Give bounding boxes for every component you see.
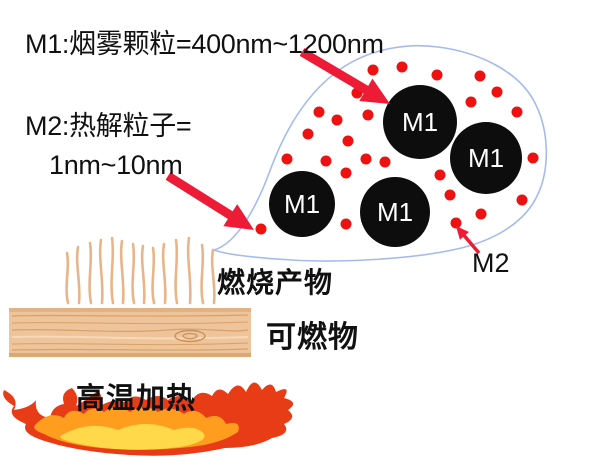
m2-dot [444, 189, 456, 201]
m1-particle [450, 122, 522, 194]
m1-particle [360, 177, 430, 247]
combustible-label: 可燃物 [266, 321, 359, 354]
smoke-line [174, 238, 179, 305]
m2-dot [475, 208, 487, 220]
m2-arrow-shaft [165, 172, 235, 220]
m2-dot [320, 155, 332, 167]
heating-label: 高温加热 [76, 383, 197, 415]
smoke-line [140, 244, 146, 305]
m2-dot [340, 167, 352, 179]
flame-core [60, 424, 205, 450]
smoke-line [98, 238, 104, 305]
m2-dot [491, 86, 503, 98]
m2-dot [431, 69, 443, 81]
wood-plank [9, 308, 251, 357]
m1-particle-label: M1 [402, 107, 438, 137]
m1-arrow-shaft [299, 48, 370, 95]
m2-definition-line2: 1nm~10nm [49, 150, 183, 180]
m2-dot [379, 156, 391, 168]
m2-dot [362, 109, 374, 121]
smoke-line [151, 246, 156, 305]
m2-dot [434, 169, 446, 181]
combustion-products-label: 燃烧产物 [217, 268, 334, 299]
m2-dot [396, 61, 408, 73]
smoke-line [75, 245, 81, 305]
m2-definition-line1: M2:热解粒子= [25, 111, 192, 141]
m2-pointer-arrow-shaft [461, 233, 481, 255]
m2-dot [313, 106, 325, 118]
smoke-line [88, 241, 93, 305]
m2-dot [474, 70, 486, 82]
m1-particle-label: M1 [377, 197, 413, 227]
m2-dot [465, 96, 477, 108]
m1-particle-label: M1 [468, 143, 504, 173]
m2-dots-group [255, 61, 539, 235]
m2-dot [342, 135, 354, 147]
smoke-line [110, 236, 115, 305]
smoke-line [119, 239, 125, 305]
m2-pointer-label: M2 [472, 248, 510, 278]
smoke-line [200, 243, 205, 305]
m2-dot [516, 194, 528, 206]
m2-dot [281, 153, 293, 165]
m2-dot [255, 223, 267, 235]
m1-particle [383, 85, 457, 159]
m1-particle-label: M1 [284, 189, 320, 219]
smoke-lines-group [65, 236, 216, 305]
smoke-line [131, 242, 136, 305]
m1-arrow-head [359, 78, 390, 104]
m2-dot [367, 64, 379, 76]
smoke-line [210, 248, 216, 305]
m2-dot [302, 128, 314, 140]
smoke-line [186, 236, 192, 305]
m1-particle [269, 171, 335, 237]
m2-pointer-arrow-head [456, 226, 469, 240]
arrows-group [165, 48, 481, 255]
flame-graphic [3, 382, 294, 456]
m2-dot [450, 217, 462, 229]
smoke-line [65, 251, 70, 305]
m2-dot [360, 153, 372, 165]
m2-arrow-head [223, 204, 254, 230]
m1-definition-label: M1:烟雾颗粒=400nm~1200nm [25, 29, 384, 59]
m2-dot [340, 218, 352, 230]
smoke-line [161, 242, 167, 305]
m2-dot [511, 106, 523, 118]
m2-dot [331, 114, 343, 126]
m2-dot [527, 152, 539, 164]
